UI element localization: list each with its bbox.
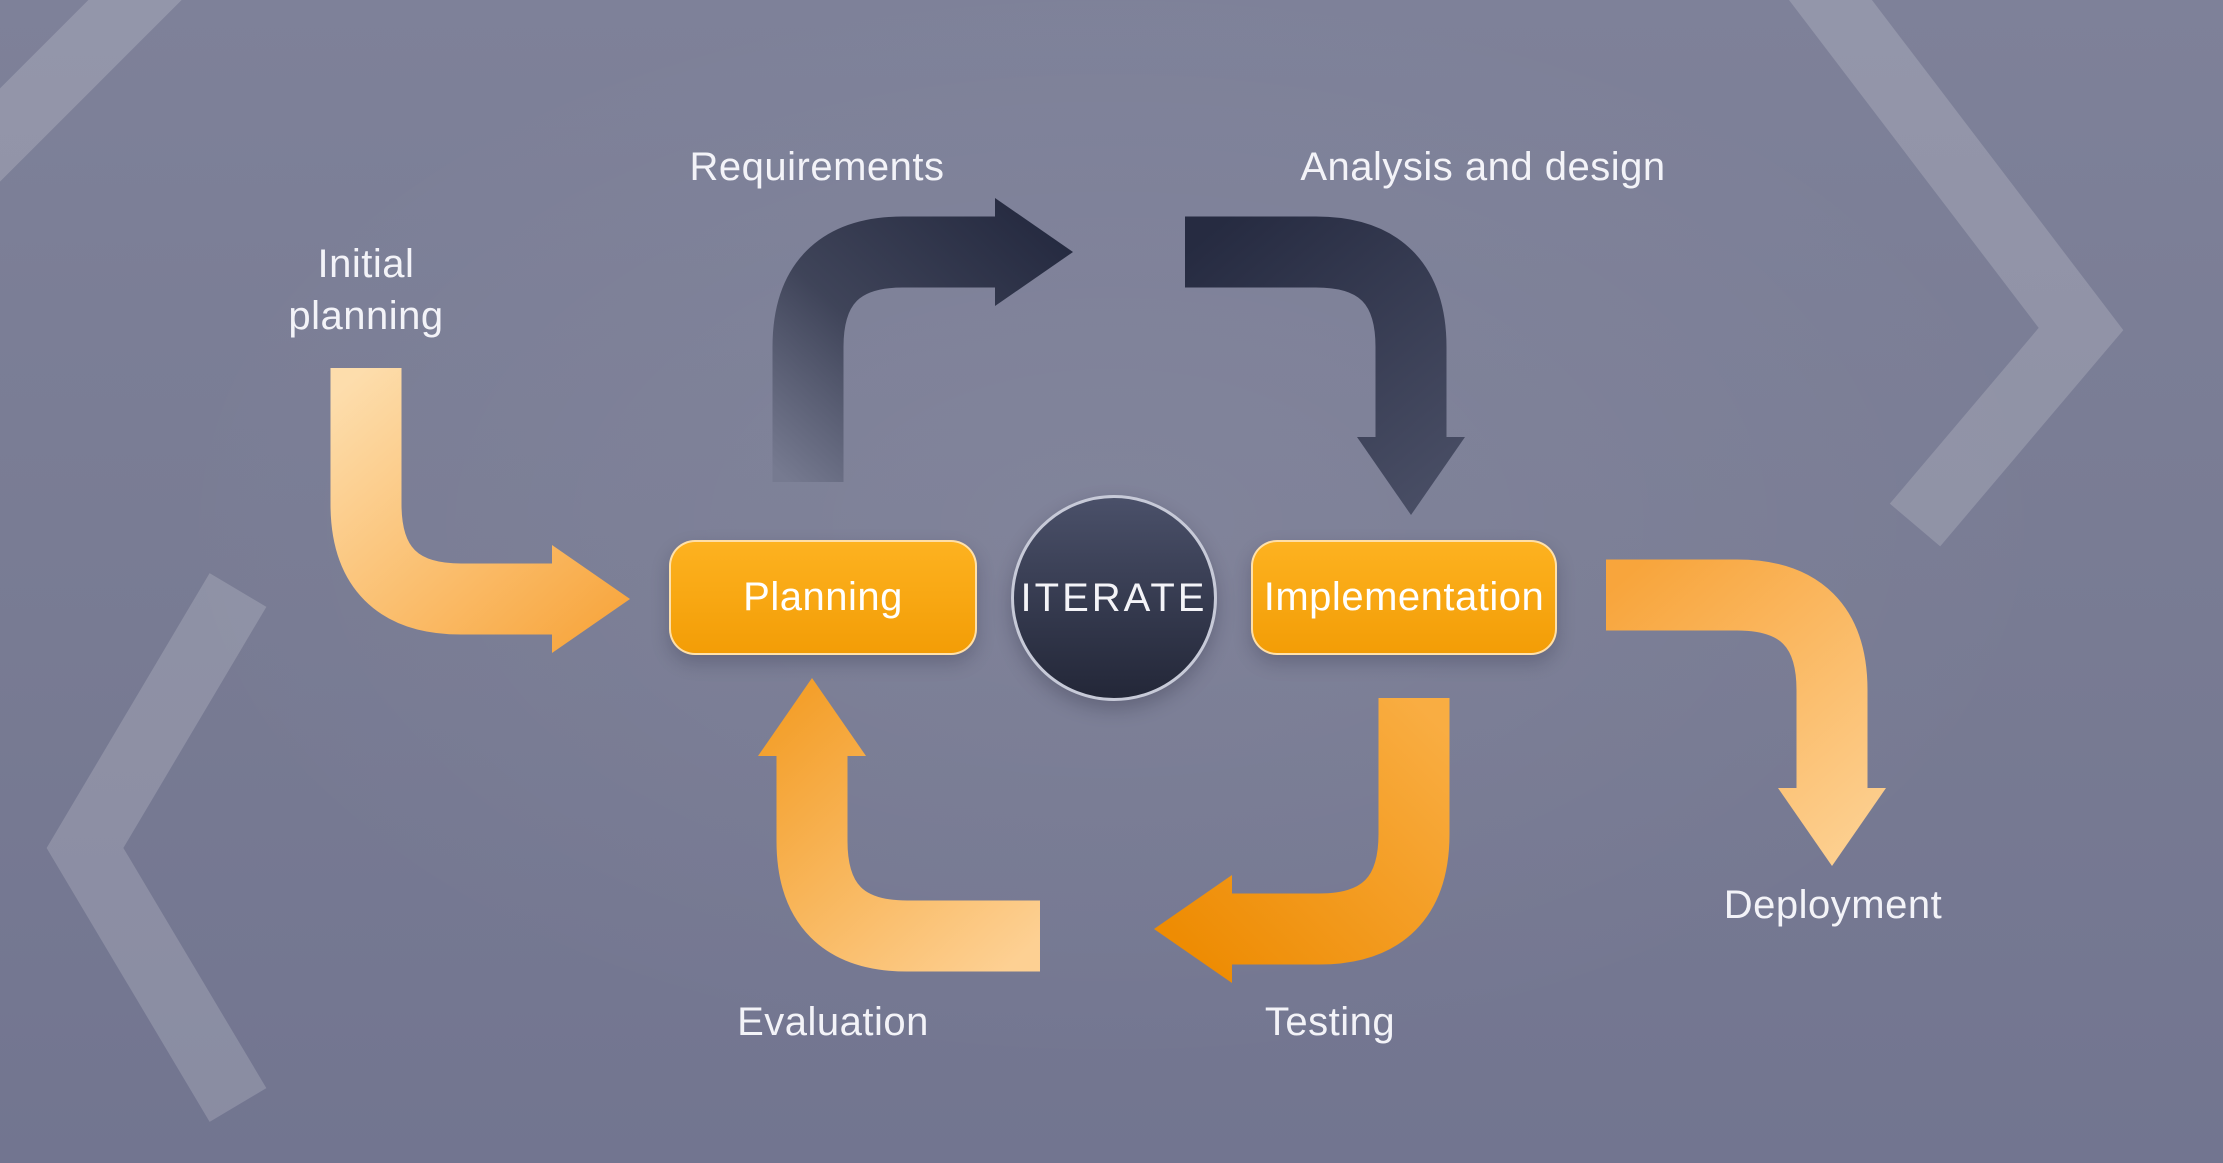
- deployment-label: Deployment: [1723, 883, 1943, 927]
- arrowhead-right: [552, 545, 630, 653]
- evaluation-arrow: [758, 678, 1040, 972]
- planning-node-label: Planning: [743, 575, 903, 619]
- initial-planning-label: Initial planning: [288, 242, 444, 338]
- requirements-label: Requirements: [689, 145, 945, 189]
- analysis-design-arrow: [1185, 216, 1465, 515]
- background-chevron-decorations: [0, 0, 2081, 1105]
- iterate-label: ITERATE: [1020, 575, 1208, 620]
- arrowhead-down: [1357, 437, 1465, 515]
- deployment-arrow: [1606, 559, 1886, 866]
- implementation-node: Implementation: [1251, 540, 1557, 655]
- planning-node: Planning: [669, 540, 977, 655]
- arrowhead-down: [1778, 788, 1886, 866]
- implementation-node-label: Implementation: [1263, 575, 1545, 619]
- chevron-top-left: [0, 0, 182, 182]
- analysis-design-label: Analysis and design: [1300, 145, 1666, 189]
- chevron-right: [1788, 0, 2124, 547]
- arrowhead-right: [995, 198, 1073, 306]
- testing-arrow: [1154, 698, 1450, 983]
- arrowhead-up: [758, 678, 866, 756]
- requirements-arrow: [772, 198, 1073, 482]
- arrowhead-left: [1154, 875, 1232, 983]
- testing-label: Testing: [1264, 1000, 1396, 1044]
- evaluation-label: Evaluation: [737, 1000, 929, 1044]
- chevron-left: [46, 573, 267, 1122]
- iterate-circle: ITERATE: [1011, 495, 1217, 701]
- initial-planning-arrow: [330, 368, 630, 653]
